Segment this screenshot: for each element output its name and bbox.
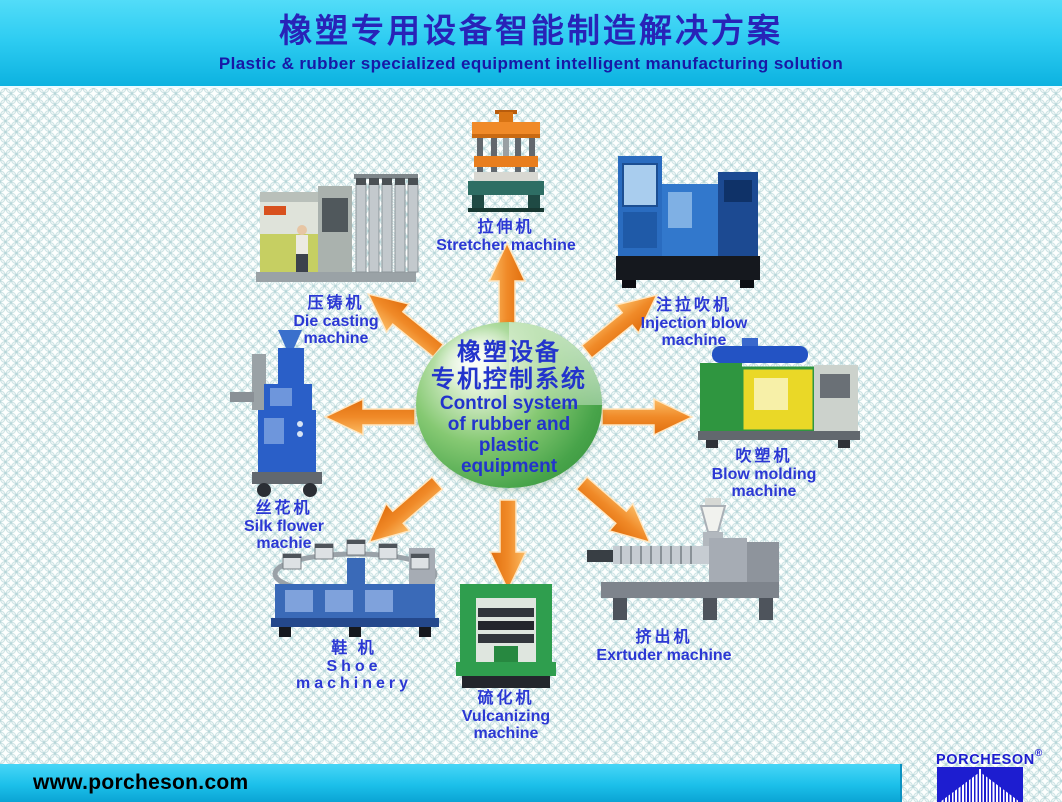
arrow-down-icon <box>489 499 527 591</box>
extruder-machine-image <box>583 494 785 630</box>
label-shoe-zh: 鞋 机 <box>331 640 377 657</box>
label-extruder-machine: 挤出机 Exrtuder machine <box>574 629 754 664</box>
label-die-casting-en1: Die casting <box>293 312 379 330</box>
label-shoe-machinery: 鞋 机 Shoe machinery <box>264 640 444 693</box>
arrow-left-icon <box>324 398 416 436</box>
label-silk-flower-en2: machie <box>256 535 312 552</box>
center-line-en-3: equipment <box>460 456 558 477</box>
label-blow-molding-zh: 吹塑机 <box>735 448 793 465</box>
label-extruder-zh: 挤出机 <box>635 629 693 646</box>
page-title: 橡塑专用设备智能制造解决方案 <box>279 12 783 49</box>
vulcanizing-machine-image <box>450 578 562 694</box>
label-silk-flower-en1: Silk flower <box>243 517 325 535</box>
die-casting-machine-image <box>250 168 422 292</box>
registered-trademark-icon: ® <box>1034 748 1043 759</box>
shoe-machinery-image <box>263 538 455 640</box>
website-url: www.porcheson.com <box>33 771 249 794</box>
center-line-en-2: of rubber and plastic <box>447 414 571 456</box>
injection-blow-machine-image <box>614 150 762 292</box>
header-banner: 橡塑专用设备智能制造解决方案 Plastic & rubber speciali… <box>0 0 1062 88</box>
label-injection-blow-en2: machine <box>661 332 727 349</box>
center-line-en-1: Control system <box>439 393 579 414</box>
center-line-zh-2: 专机控制系统 <box>431 366 587 393</box>
label-blow-molding-machine: 吹塑机 Blow molding machine <box>674 448 854 501</box>
label-die-casting-zh: 压铸机 <box>307 295 365 312</box>
label-stretcher-en1: Stretcher machine <box>436 236 576 254</box>
label-injection-blow-machine: 注拉吹机 Injection blow machine <box>604 297 784 350</box>
label-die-casting-machine: 压铸机 Die casting machine <box>246 295 426 348</box>
silk-flower-machine-image <box>222 330 334 506</box>
logo-pyramid-icon <box>937 767 1023 802</box>
label-extruder-en1: Exrtuder machine <box>596 646 732 664</box>
label-injection-blow-en1: Injection blow <box>640 314 748 332</box>
label-vulcanizing-en2: machine <box>473 725 539 742</box>
label-vulcanizing-machine: 硫化机 Vulcanizing machine <box>416 690 596 743</box>
center-control-system-circle: 橡塑设备 专机控制系统 Control system of rubber and… <box>416 322 602 488</box>
stretcher-machine-image <box>460 110 552 214</box>
page-subtitle: Plastic & rubber specialized equipment i… <box>218 54 844 73</box>
label-silk-flower-machine: 丝花机 Silk flower machie <box>194 500 374 553</box>
footer-bar: www.porcheson.com <box>0 764 902 802</box>
label-shoe-en1: Shoe <box>326 657 382 675</box>
label-stretcher-zh: 拉伸机 <box>477 219 535 236</box>
center-line-zh-1: 橡塑设备 <box>457 339 561 366</box>
label-vulcanizing-en1: Vulcanizing <box>461 707 551 725</box>
label-injection-blow-zh: 注拉吹机 <box>655 297 732 314</box>
label-silk-flower-zh: 丝花机 <box>255 500 313 517</box>
porcheson-logo: PORCHESON® <box>930 734 1058 802</box>
label-blow-molding-en2: machine <box>731 483 797 500</box>
label-blow-molding-en1: Blow molding <box>711 465 817 483</box>
label-stretcher-machine: 拉伸机 Stretcher machine <box>416 219 596 254</box>
label-vulcanizing-zh: 硫化机 <box>477 690 535 707</box>
blow-molding-machine-image <box>696 338 862 450</box>
arrow-right-icon <box>601 398 693 436</box>
arrow-up-icon <box>488 242 526 334</box>
label-die-casting-en2: machine <box>303 330 369 347</box>
label-shoe-en2: machinery <box>295 675 413 692</box>
logo-brand-text: PORCHESON <box>936 752 1035 768</box>
